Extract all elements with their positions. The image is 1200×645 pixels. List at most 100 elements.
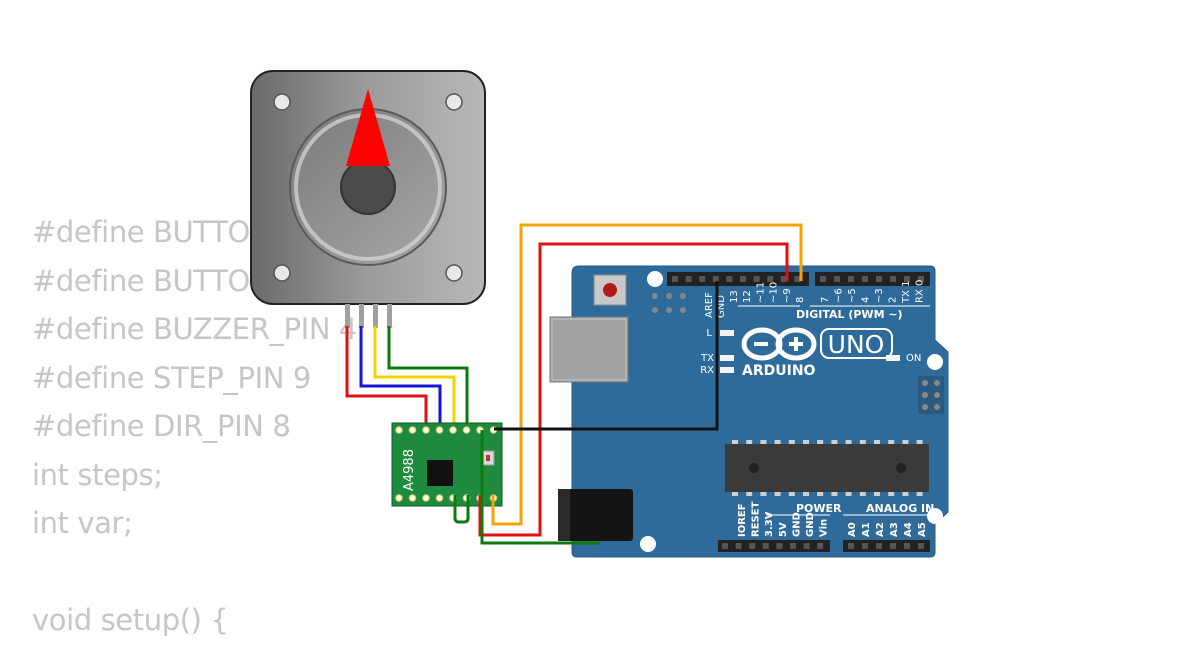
digital-pin-label: 8 bbox=[795, 297, 806, 303]
driver-pin[interactable] bbox=[422, 494, 430, 502]
header-pin[interactable] bbox=[918, 543, 924, 549]
motor-screw-hole bbox=[273, 93, 291, 111]
header-pin[interactable] bbox=[876, 276, 882, 282]
stepper-motor[interactable] bbox=[250, 70, 486, 328]
header-pin[interactable] bbox=[740, 276, 746, 282]
a4988-driver[interactable]: A4988 bbox=[391, 422, 503, 507]
wire-green-vdd[interactable] bbox=[480, 430, 600, 545]
header-pin[interactable] bbox=[862, 543, 868, 549]
wire-green-jumper[interactable] bbox=[453, 495, 470, 524]
header-pin[interactable] bbox=[780, 276, 787, 282]
header-pin[interactable] bbox=[735, 543, 742, 549]
header-pin[interactable] bbox=[685, 276, 692, 282]
motor-lead bbox=[387, 304, 392, 328]
motor-screw-hole bbox=[445, 93, 463, 111]
header-pin[interactable] bbox=[904, 276, 910, 282]
led-rx bbox=[720, 367, 734, 373]
header-pin[interactable] bbox=[790, 543, 796, 549]
analog-pin-label: A4 bbox=[903, 522, 914, 537]
digital-pin-label: 7 bbox=[820, 297, 831, 303]
digital-pin-label: 12 bbox=[742, 290, 753, 303]
board-mount-hole bbox=[927, 508, 943, 524]
header-pin[interactable] bbox=[762, 543, 769, 549]
board-mount-hole bbox=[927, 354, 943, 370]
digital-pin-label: ~9 bbox=[782, 288, 793, 303]
code-line: #define DIR_PIN 8 bbox=[32, 409, 291, 443]
wire-red-step[interactable] bbox=[478, 242, 789, 537]
driver-pin[interactable] bbox=[395, 494, 403, 502]
analog-pin-label: A2 bbox=[875, 522, 886, 537]
header-pin[interactable] bbox=[712, 276, 719, 282]
driver-pin[interactable] bbox=[408, 494, 417, 502]
led-on-label: ON bbox=[906, 353, 921, 364]
power-pin-label: RESET bbox=[751, 501, 762, 537]
header-pin[interactable] bbox=[890, 543, 896, 549]
power-pin-label: 3.3V bbox=[764, 511, 775, 537]
motor-screw-hole bbox=[273, 264, 291, 282]
wire-yellow-coil[interactable] bbox=[373, 326, 456, 426]
driver-pin[interactable] bbox=[408, 426, 417, 434]
driver-pin[interactable] bbox=[435, 426, 444, 434]
digital-pin-label: 2 bbox=[888, 297, 899, 303]
analog-section-label: ANALOG IN bbox=[866, 502, 934, 515]
driver-pin[interactable] bbox=[422, 426, 430, 434]
led-l bbox=[720, 330, 734, 336]
motor-wires bbox=[345, 326, 469, 426]
motor-needle bbox=[346, 89, 390, 166]
arduino-infinity-logo bbox=[741, 327, 817, 361]
board-model: UNO bbox=[828, 330, 885, 359]
header-pin[interactable] bbox=[820, 276, 826, 282]
reset-button-cap[interactable] bbox=[603, 283, 617, 297]
analog-pin-label: A3 bbox=[889, 522, 900, 537]
dc-power-jack bbox=[558, 489, 633, 541]
digital-pin-label: ~6 bbox=[834, 288, 845, 303]
header-pin[interactable] bbox=[834, 276, 840, 282]
header-pin[interactable] bbox=[699, 276, 706, 282]
header-pin[interactable] bbox=[726, 276, 733, 282]
arduino-uno-board[interactable]: L TX RX ON UNO ARDUINO bbox=[549, 265, 949, 558]
power-pin-label: GND bbox=[791, 512, 802, 537]
motor-screw-hole bbox=[445, 264, 463, 282]
analog-header bbox=[843, 540, 930, 552]
board-mount-hole bbox=[640, 536, 656, 552]
driver-pin[interactable] bbox=[449, 426, 457, 434]
wire-green-coil[interactable] bbox=[387, 326, 469, 426]
digital-section-label: DIGITAL (PWM ~) bbox=[796, 308, 903, 321]
header-pin[interactable] bbox=[848, 543, 854, 549]
header-pin[interactable] bbox=[890, 276, 896, 282]
digital-pin-label: ~11 bbox=[755, 282, 766, 303]
motor-lead bbox=[345, 304, 350, 328]
header-pin[interactable] bbox=[749, 543, 756, 549]
header-pin[interactable] bbox=[918, 276, 924, 282]
icsp-header-right bbox=[918, 376, 944, 414]
wire-black-gnd[interactable] bbox=[494, 281, 719, 431]
board-brand: ARDUINO bbox=[742, 363, 816, 379]
wire-orange-dir[interactable] bbox=[491, 223, 803, 526]
circuit-diagram: A4988 L TX RX ON bbox=[250, 70, 949, 558]
header-pin[interactable] bbox=[817, 543, 824, 549]
code-line: #define STEP_PIN 9 bbox=[32, 360, 311, 395]
header-pin[interactable] bbox=[904, 543, 910, 549]
header-pin[interactable] bbox=[753, 276, 760, 282]
digital-header-right bbox=[815, 272, 930, 286]
header-pin[interactable] bbox=[848, 276, 854, 282]
header-pin[interactable] bbox=[767, 276, 774, 282]
header-pin[interactable] bbox=[876, 543, 882, 549]
driver-pin[interactable] bbox=[435, 494, 444, 502]
header-pin[interactable] bbox=[862, 276, 868, 282]
header-pin[interactable] bbox=[722, 543, 728, 549]
led-tx-label: TX bbox=[700, 353, 714, 364]
driver-pin[interactable] bbox=[462, 426, 471, 434]
header-pin[interactable] bbox=[672, 276, 678, 282]
analog-pin-label: A1 bbox=[861, 522, 872, 537]
code-line: int steps; bbox=[32, 457, 163, 492]
wire-blue-coil[interactable] bbox=[359, 326, 442, 426]
header-pin[interactable] bbox=[794, 276, 801, 282]
header-pin[interactable] bbox=[803, 543, 810, 549]
driver-pin[interactable] bbox=[395, 426, 403, 434]
header-pin[interactable] bbox=[776, 543, 783, 549]
digital-pin-label: 13 bbox=[729, 290, 740, 303]
power-pin-label: 5V bbox=[778, 522, 789, 537]
pin-label-aref: AREF bbox=[704, 292, 715, 318]
wire-red-coil[interactable] bbox=[345, 326, 428, 426]
